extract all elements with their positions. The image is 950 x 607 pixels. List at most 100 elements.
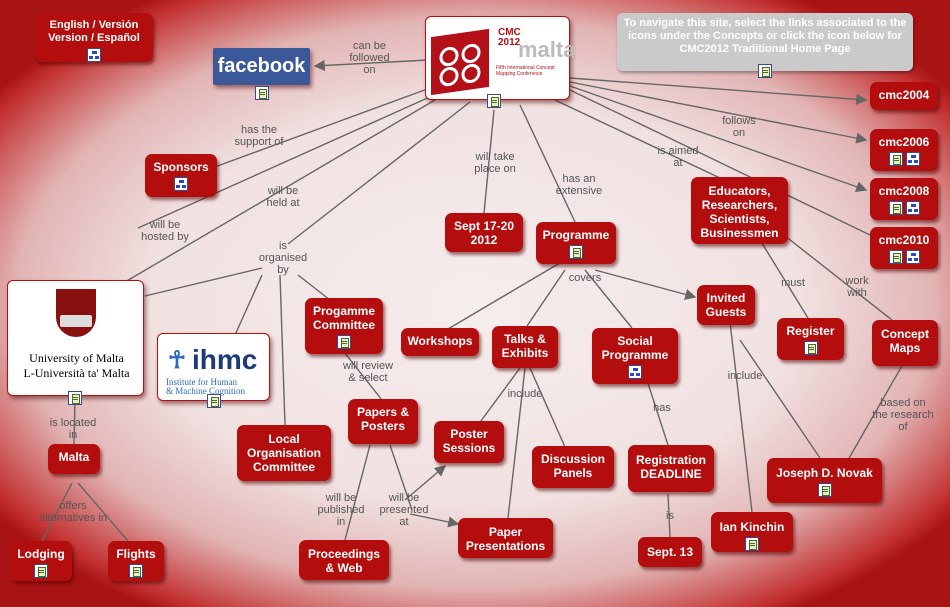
node-concept-maps[interactable]: Concept Maps [872,320,938,366]
node-cmc2006[interactable]: cmc2006 [870,129,938,171]
navigation-note-text: To navigate this site, select the links … [623,17,907,55]
node-sponsors[interactable]: Sponsors [145,154,217,197]
node-social-label: Social Programme [601,334,669,362]
node-register[interactable]: Register [777,318,844,360]
link-work-with: work with [845,275,869,299]
document-icon[interactable] [129,564,143,578]
university-crest [56,289,96,337]
node-cmc2008-label: cmc2008 [878,184,930,198]
link-based-on: based on the research of [872,397,934,433]
node-poster-sessions[interactable]: Poster Sessions [434,421,504,463]
facebook-doc[interactable] [255,86,269,105]
link-offers: offers alternatives in [39,500,107,524]
node-proceedings-web[interactable]: Proceedings & Web [299,540,389,580]
link-covers: covers [568,272,602,284]
node-workshops-label: Workshops [407,334,473,348]
node-talks-label: Talks & Exhibits [501,332,549,360]
node-invited-label: Invited Guests [705,291,747,319]
cmc-doc[interactable] [487,94,501,113]
link-will-be-hosted: will be hosted by [141,219,189,243]
navigation-note: To navigate this site, select the links … [617,13,913,71]
document-icon[interactable] [888,152,903,166]
node-flights-label: Flights [116,547,156,561]
document-icon[interactable] [487,94,501,108]
cmc-line1: CMC [498,27,521,38]
node-cmc2010[interactable]: cmc2010 [870,227,938,269]
university-of-malta-card[interactable]: University of Malta L-Università ta' Mal… [7,280,144,396]
node-discussion-label: Discussion Panels [540,452,606,480]
node-cmc2008[interactable]: cmc2008 [870,178,938,220]
node-language[interactable]: English / Versión Version / Español [35,13,153,62]
university-doc[interactable] [68,391,82,410]
node-novak-label: Joseph D. Novak [776,466,873,480]
document-icon[interactable] [758,64,772,78]
concept-map-icon[interactable] [87,48,101,62]
node-sept-13[interactable]: Sept. 13 [638,537,702,567]
node-register-label: Register [786,324,835,338]
concept-map-icon[interactable] [174,177,188,191]
document-icon[interactable] [888,201,903,215]
node-social-programme[interactable]: Social Programme [592,328,678,384]
node-lodging[interactable]: Lodging [10,541,72,581]
link-will-be-held: will be held at [266,185,300,209]
document-icon[interactable] [803,341,818,355]
document-icon[interactable] [337,335,351,349]
document-icon[interactable] [745,537,759,551]
concept-map-icon[interactable] [905,201,920,215]
document-icon[interactable] [34,564,48,578]
ihmc-card[interactable]: ☥ ihmc Institute for Human & Machine Cog… [157,333,270,401]
node-local-organisation[interactable]: Local Organisation Committee [237,425,331,481]
node-sept-17-20[interactable]: Sept 17-20 2012 [445,213,523,252]
node-sept-label: Sept 17-20 2012 [453,219,515,247]
node-paper-presentations[interactable]: Paper Presentations [458,518,553,558]
node-programme[interactable]: Programme [536,222,616,264]
university-name-mt: L-Università ta' Malta [23,366,130,380]
document-icon[interactable] [207,394,221,408]
node-talks-exhibits[interactable]: Talks & Exhibits [492,326,558,368]
node-malta[interactable]: Malta [48,444,100,474]
link-is-organised: is organised by [258,240,308,276]
cmc2012-logo[interactable]: CMC 2012 malta Fifth International Conce… [425,16,575,100]
node-flights[interactable]: Flights [108,541,164,581]
nav-home-doc[interactable] [758,64,772,83]
node-malta-label: Malta [58,450,90,464]
ihmc-line2: & Machine Cognition [166,386,245,396]
node-joseph-novak[interactable]: Joseph D. Novak [767,458,882,503]
link-is-located: is located in [49,417,97,441]
document-icon[interactable] [817,483,832,497]
node-invited-guests[interactable]: Invited Guests [697,285,755,325]
node-discussion-panels[interactable]: Discussion Panels [532,446,614,488]
node-cmc2004-label: cmc2004 [878,88,930,102]
node-ian-kinchin[interactable]: Ian Kinchin [711,512,793,552]
link-will-be-presented: will be presented at [379,492,429,528]
ihmc-line1: Institute for Human [166,377,237,387]
document-icon[interactable] [888,250,903,264]
cmc-line3: malta [518,37,576,62]
node-workshops[interactable]: Workshops [401,328,479,356]
concept-map-icon[interactable] [628,365,642,379]
node-programme-committee[interactable]: Progamme Committee [305,298,383,354]
document-icon[interactable] [569,245,583,259]
node-cmc2004[interactable]: cmc2004 [870,82,938,110]
node-proceedings-label: Proceedings & Web [307,547,381,575]
link-is: is [666,510,674,522]
link-will-take-place: will take place on [474,151,516,175]
facebook-logo[interactable]: facebook [213,48,310,85]
concept-map-icon[interactable] [905,152,920,166]
node-papers-posters[interactable]: Papers & Posters [348,399,418,444]
node-registration-deadline[interactable]: Registration DEADLINE [628,445,714,492]
document-icon[interactable] [68,391,82,405]
node-lodging-label: Lodging [17,547,65,561]
node-concept-maps-label: Concept Maps [881,327,929,355]
link-include-talks: include [507,388,543,400]
ihmc-logo-text: ihmc [192,344,258,375]
concept-map-icon[interactable] [905,250,920,264]
ihmc-doc[interactable] [207,394,221,413]
cmc-line2: 2012 [498,37,521,48]
node-sept13-label: Sept. 13 [646,545,694,559]
node-educators[interactable]: Educators, Researchers, Scientists, Busi… [691,177,788,244]
document-icon[interactable] [255,86,269,100]
link-has-extensive: has an extensive [555,173,603,197]
ihmc-person-icon: ☥ [168,347,186,374]
